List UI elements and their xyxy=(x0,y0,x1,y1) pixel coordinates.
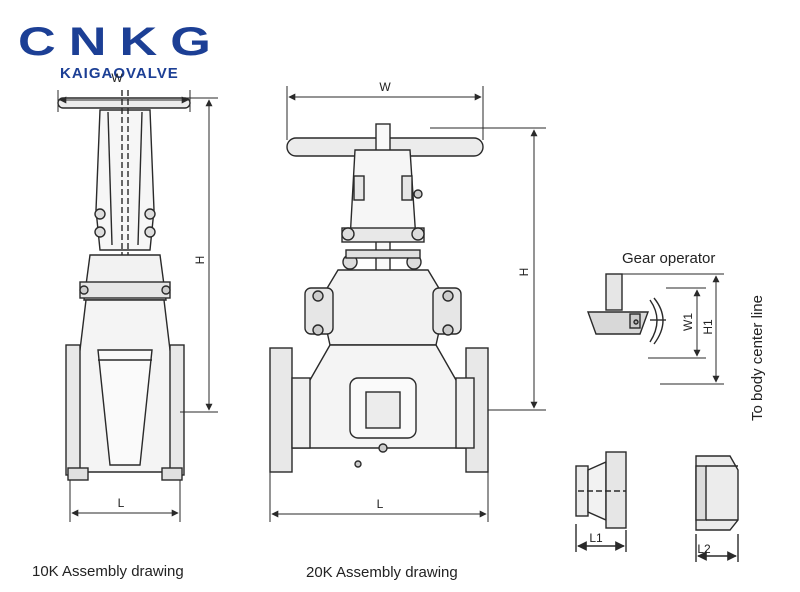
caption-20k: 20K Assembly drawing xyxy=(306,564,458,581)
dim-h1: H1 xyxy=(701,319,715,335)
gear-operator-drawing xyxy=(587,273,666,345)
brand-subtitle: KAIGAOVALVE xyxy=(60,65,179,82)
dim-h-10k: H xyxy=(193,256,207,265)
body-center-note: To body center line xyxy=(749,295,766,421)
drawing-10k xyxy=(57,90,191,481)
dimensions-10k xyxy=(57,90,218,522)
dim-w1: W1 xyxy=(681,313,695,331)
dim-l1: L1 xyxy=(589,531,603,545)
caption-10k: 10K Assembly drawing xyxy=(32,563,184,580)
dim-l-20k: L xyxy=(377,497,384,511)
dimensions-20k xyxy=(269,86,546,522)
socket-end-drawing xyxy=(695,455,739,562)
dim-h-20k: H xyxy=(517,268,531,277)
bonnet-20k xyxy=(319,269,447,346)
dim-w-20k: W xyxy=(379,80,391,94)
brand-logo: CNKG KAIGAOVALVE xyxy=(18,20,224,82)
drawing-20k xyxy=(269,123,489,473)
gear-operator-label: Gear operator xyxy=(622,250,715,267)
brand-name: CNKG xyxy=(18,20,224,64)
dimensions-gear xyxy=(606,273,724,385)
dim-w-10k: W xyxy=(111,71,123,85)
dim-l-10k: L xyxy=(118,496,125,510)
dim-l2: L2 xyxy=(697,542,711,556)
flange-end-drawing xyxy=(575,451,627,552)
